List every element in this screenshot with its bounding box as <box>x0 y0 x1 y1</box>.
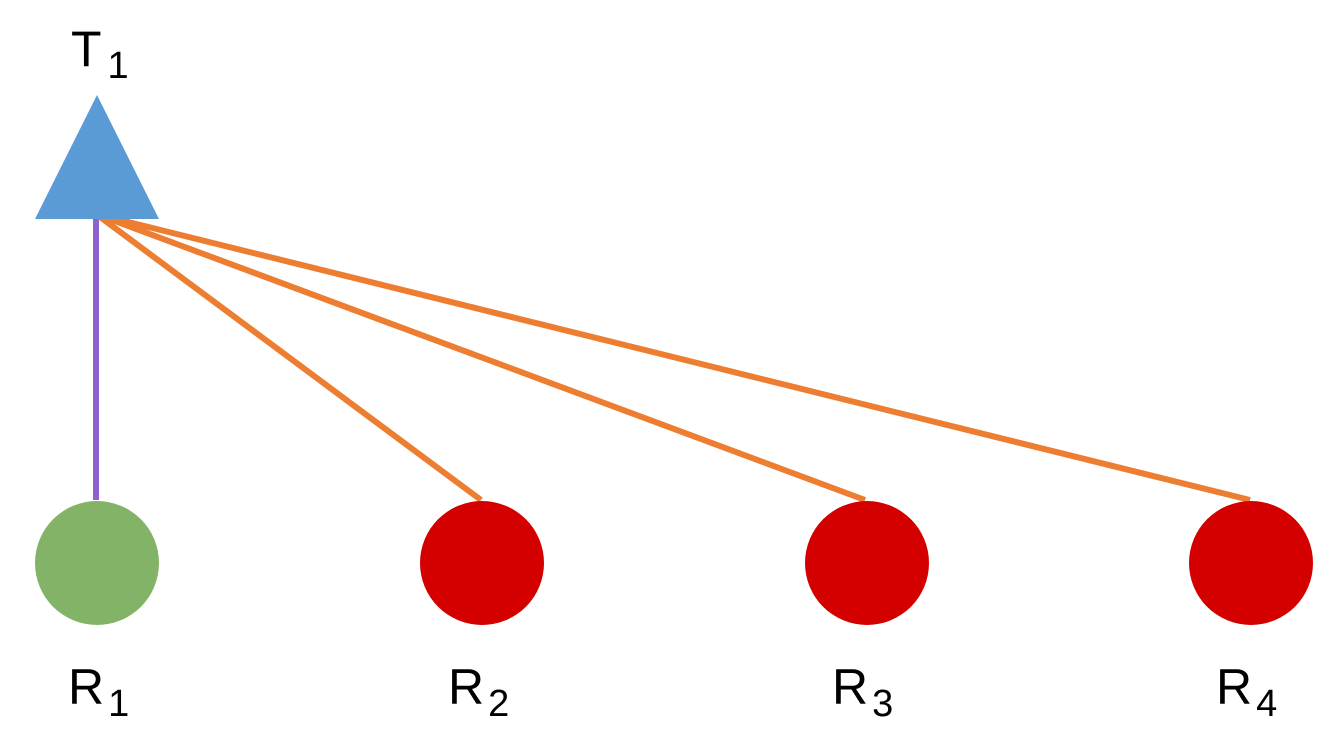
transmitter-name: T <box>71 21 102 77</box>
transmitter-triangle <box>35 95 159 219</box>
receiver-r3-node <box>805 501 929 625</box>
link-t1-r4 <box>95 211 1251 503</box>
link-t1-r2 <box>94 211 483 503</box>
transmitter-subscript: 1 <box>108 45 129 87</box>
receiver-r4-node <box>1189 501 1313 625</box>
receiver-r1-node <box>35 501 159 625</box>
link-t1-r3 <box>94 211 867 503</box>
receiver-r2-node <box>420 501 544 625</box>
